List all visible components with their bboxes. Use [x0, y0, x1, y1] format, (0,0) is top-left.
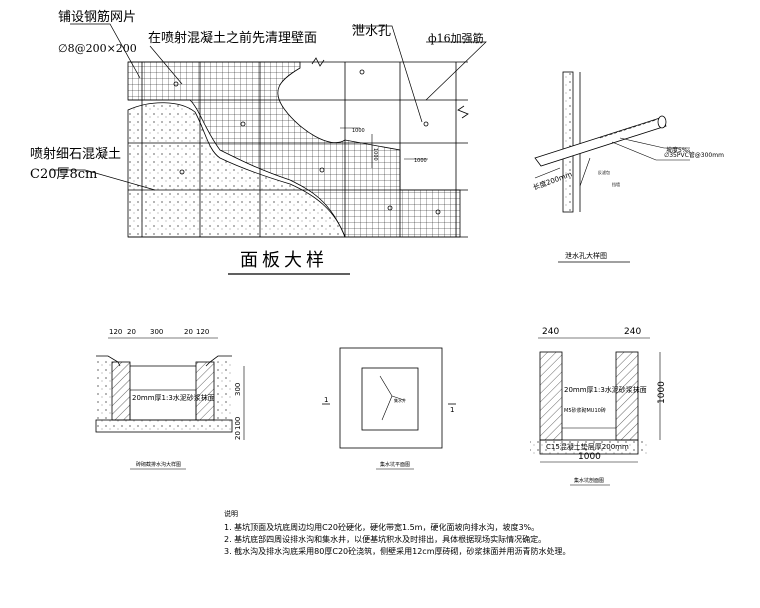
label-shotcrete: 喷射细石混凝土 — [30, 146, 121, 162]
gutter-title: 砖砌截排水沟大样图 — [136, 461, 181, 468]
panel-detail: 1000 1000 1000 铺设钢筋网片 ∅8@200×200 在喷射混凝土之… — [30, 9, 487, 275]
label-rebar: ф16加强筋 — [428, 31, 484, 45]
dim-top-3: 300 — [150, 328, 163, 336]
section-concrete: C15混凝土垫层厚200mm — [546, 442, 629, 451]
steel-mesh-area — [127, 61, 461, 238]
section-mark-right: 1 — [450, 406, 454, 414]
notes-block: 说明 1. 基坑顶面及坑底周边均用C20砼硬化，硬化带宽1.5m，硬化面坡向排水… — [224, 508, 664, 558]
dim-top-1: 120 — [109, 328, 122, 336]
section-dim-bottom: 1000 — [578, 452, 601, 462]
section-mortar: 20mm厚1:3水泥砂浆抹面 — [564, 385, 647, 394]
dim-a: 1000 — [352, 128, 365, 134]
section-dim-left: 240 — [542, 327, 559, 337]
gutter-dim-right-3: 20 — [234, 431, 242, 440]
dim-top-5: 120 — [196, 328, 209, 336]
section-title: 集水坑剖面图 — [574, 477, 604, 484]
pit-outer — [339, 347, 443, 449]
label-mesh-spec: ∅8@200×200 — [58, 42, 137, 55]
dim-top-4: 20 — [184, 328, 193, 336]
label-pvc: ∅35PVC管@300mm — [664, 151, 724, 159]
label-drain-hole: 泄水孔 — [352, 24, 391, 39]
pit-label-grate: 集水井 — [394, 397, 406, 403]
label-mesh: 铺设钢筋网片 — [58, 9, 136, 25]
label-shotcrete-grade: C20厚8cm — [30, 167, 97, 182]
label-wall: 挡墙 — [612, 181, 620, 187]
panel-title: 面板大样 — [240, 250, 328, 271]
note-line-1: 1. 基坑顶面及坑底周边均用C20砼硬化，硬化带宽1.5m，硬化面坡向排水沟，坡… — [224, 523, 540, 532]
dim-b: 1000 — [372, 148, 378, 161]
note-line-3: 3. 截水沟及排水沟底采用80厚C20砼浇筑，侧壁采用12cm厚砖砌，砂浆抹面并… — [224, 547, 571, 556]
gutter-detail: 120 20 300 20 120 20mm厚1:3水泥砂浆抹面 300 100… — [95, 328, 245, 470]
section-mark-left: 1 — [324, 396, 328, 404]
drain-title: 泄水孔大样图 — [565, 251, 607, 260]
retaining-wall — [562, 71, 574, 213]
section-dim-height: 1000 — [657, 381, 667, 404]
dim-top-2: 20 — [127, 328, 136, 336]
filter-bag — [657, 115, 667, 129]
pit-inner — [361, 367, 419, 431]
gutter-dim-right-2: 100 — [234, 417, 242, 430]
label-clean-wall: 在喷射混凝土之前先清理壁面 — [148, 30, 317, 46]
pvc-pipe — [534, 117, 667, 167]
label-slope: 坡度5‰ — [666, 146, 690, 154]
pit-title: 集水坑平面图 — [380, 461, 410, 468]
pit-plan: 集水井 1 1 集水坑平面图 — [322, 347, 456, 470]
notes-title: 说明 — [224, 510, 238, 518]
note-line-2: 2. 基坑底部四周设排水沟和集水井，以便基坑积水及时排出，具体根据现场实际情况确… — [224, 535, 547, 544]
pit-section: 240 240 20mm厚1:3水泥砂浆抹面 M5砂浆砌MU10砖 C15混凝土… — [530, 327, 667, 486]
section-wall-right — [615, 351, 639, 441]
section-dim-right: 240 — [624, 327, 641, 337]
section-brick: M5砂浆砌MU10砖 — [564, 407, 606, 414]
drain-detail: 坡度5‰ ∅35PVC管@300mm 反滤包 挡墙 长度200mm 泄水孔大样图 — [532, 71, 724, 263]
label-filter: 反滤包 — [598, 169, 610, 175]
drain-holes — [173, 69, 441, 215]
gutter-dim-right-1: 300 — [234, 383, 242, 396]
gutter-mortar: 20mm厚1:3水泥砂浆抹面 — [132, 393, 215, 402]
section-wall-left — [539, 351, 563, 441]
dim-c: 1000 — [414, 158, 427, 164]
shotcrete-area — [127, 102, 346, 238]
